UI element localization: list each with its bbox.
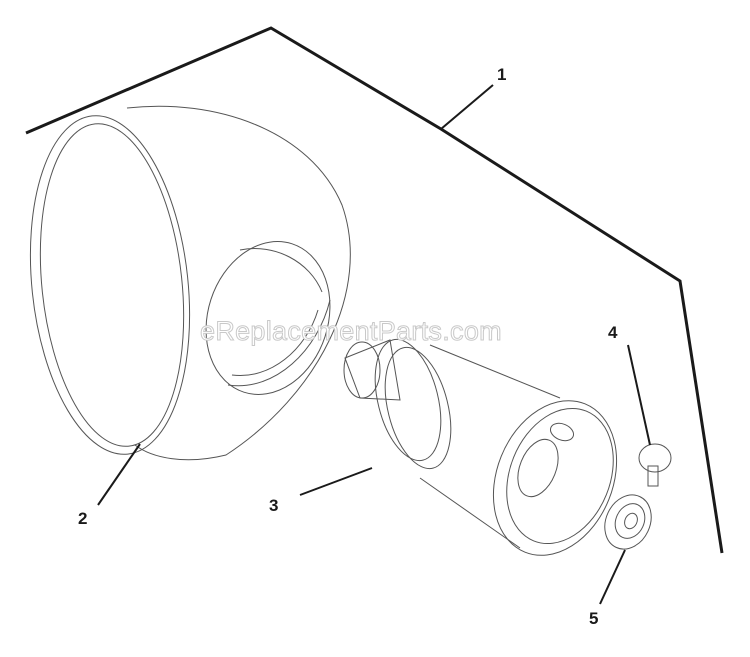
watermark: eReplacementParts.com — [200, 316, 502, 346]
leader-line-1 — [440, 84, 494, 130]
leader-line-4 — [627, 344, 651, 446]
callout-5: 5 — [589, 609, 598, 628]
callout-3: 3 — [269, 496, 278, 515]
leader-line-5 — [599, 549, 626, 605]
bearing — [604, 494, 652, 550]
tire — [29, 105, 351, 461]
leader-line-3 — [299, 467, 373, 496]
callout-2: 2 — [78, 509, 87, 528]
callout-4: 4 — [608, 323, 618, 342]
assembly-bracket-line — [25, 26, 724, 554]
leader-line-2 — [97, 443, 141, 506]
callout-1: 1 — [497, 65, 506, 84]
valve-stem — [638, 443, 672, 487]
rim — [343, 338, 618, 556]
